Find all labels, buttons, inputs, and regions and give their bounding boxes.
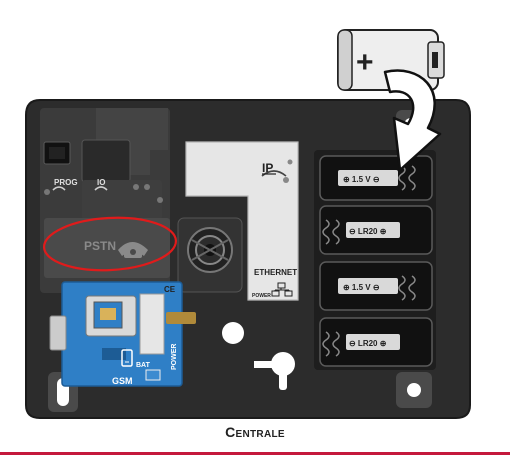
phone-icon	[118, 242, 148, 258]
curved-arrow-icon	[383, 69, 442, 172]
io-label: IO	[97, 178, 105, 187]
left-board	[40, 108, 170, 293]
battery-3	[319, 261, 433, 311]
battery-compartment	[314, 150, 436, 370]
ip-module	[185, 141, 299, 301]
gsm-module	[49, 281, 196, 387]
gsm-power-label: POWER	[171, 344, 178, 370]
ethernet-label: ETHERNET	[254, 268, 297, 277]
prog-label: PROG	[54, 178, 78, 187]
ip-power-label: POWER	[252, 293, 271, 299]
control-panel-diagram: PROG IO PSTN IP ETHERNET POWER	[25, 29, 471, 419]
gsm-label: GSM	[112, 376, 133, 386]
pstn-highlight-circle	[42, 216, 178, 272]
mounting-hole	[222, 322, 244, 344]
bottom-divider	[0, 452, 510, 455]
pstn-label: PSTN	[84, 239, 116, 253]
ce-mark-icon: CE	[164, 285, 176, 294]
battery-3-label: ⊕ 1.5 V ⊖	[343, 283, 380, 292]
diagram-caption: Centrale	[225, 424, 285, 440]
new-battery-plus: +	[356, 46, 374, 79]
speaker-icon	[177, 217, 243, 293]
battery-4	[319, 317, 433, 367]
battery-1-label: ⊕ 1.5 V ⊖	[343, 175, 380, 184]
ip-label: IP	[262, 161, 273, 175]
battery-4-label: ⊖ LR20 ⊕	[349, 339, 387, 348]
bat-label: BAT	[136, 362, 151, 369]
battery-2-label: ⊖ LR20 ⊕	[349, 227, 387, 236]
network-icon	[271, 282, 293, 297]
keyhole	[254, 352, 295, 390]
battery-2	[319, 205, 433, 255]
phone-icon	[121, 349, 133, 367]
